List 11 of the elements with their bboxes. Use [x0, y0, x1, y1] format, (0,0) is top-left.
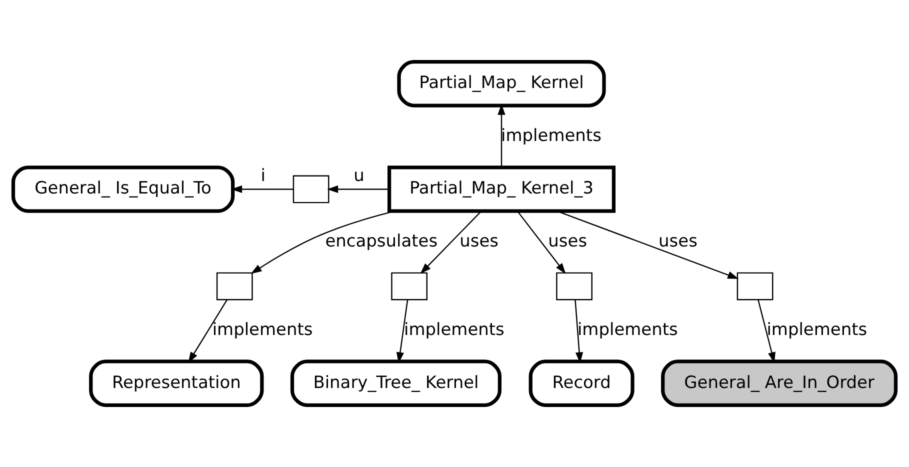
edge-label: i — [260, 166, 266, 186]
edge-label: uses — [548, 231, 588, 252]
edge-label: implements — [577, 320, 678, 340]
edge-label: implements — [404, 320, 504, 340]
edge-label: implements — [501, 126, 602, 146]
edge-label: encapsulates — [325, 231, 438, 252]
edge-label: implements — [212, 320, 313, 340]
edge-label: implements — [766, 320, 868, 340]
edge-label: uses — [658, 231, 698, 252]
edge-label: u — [354, 166, 364, 186]
edge-label: uses — [460, 231, 499, 252]
